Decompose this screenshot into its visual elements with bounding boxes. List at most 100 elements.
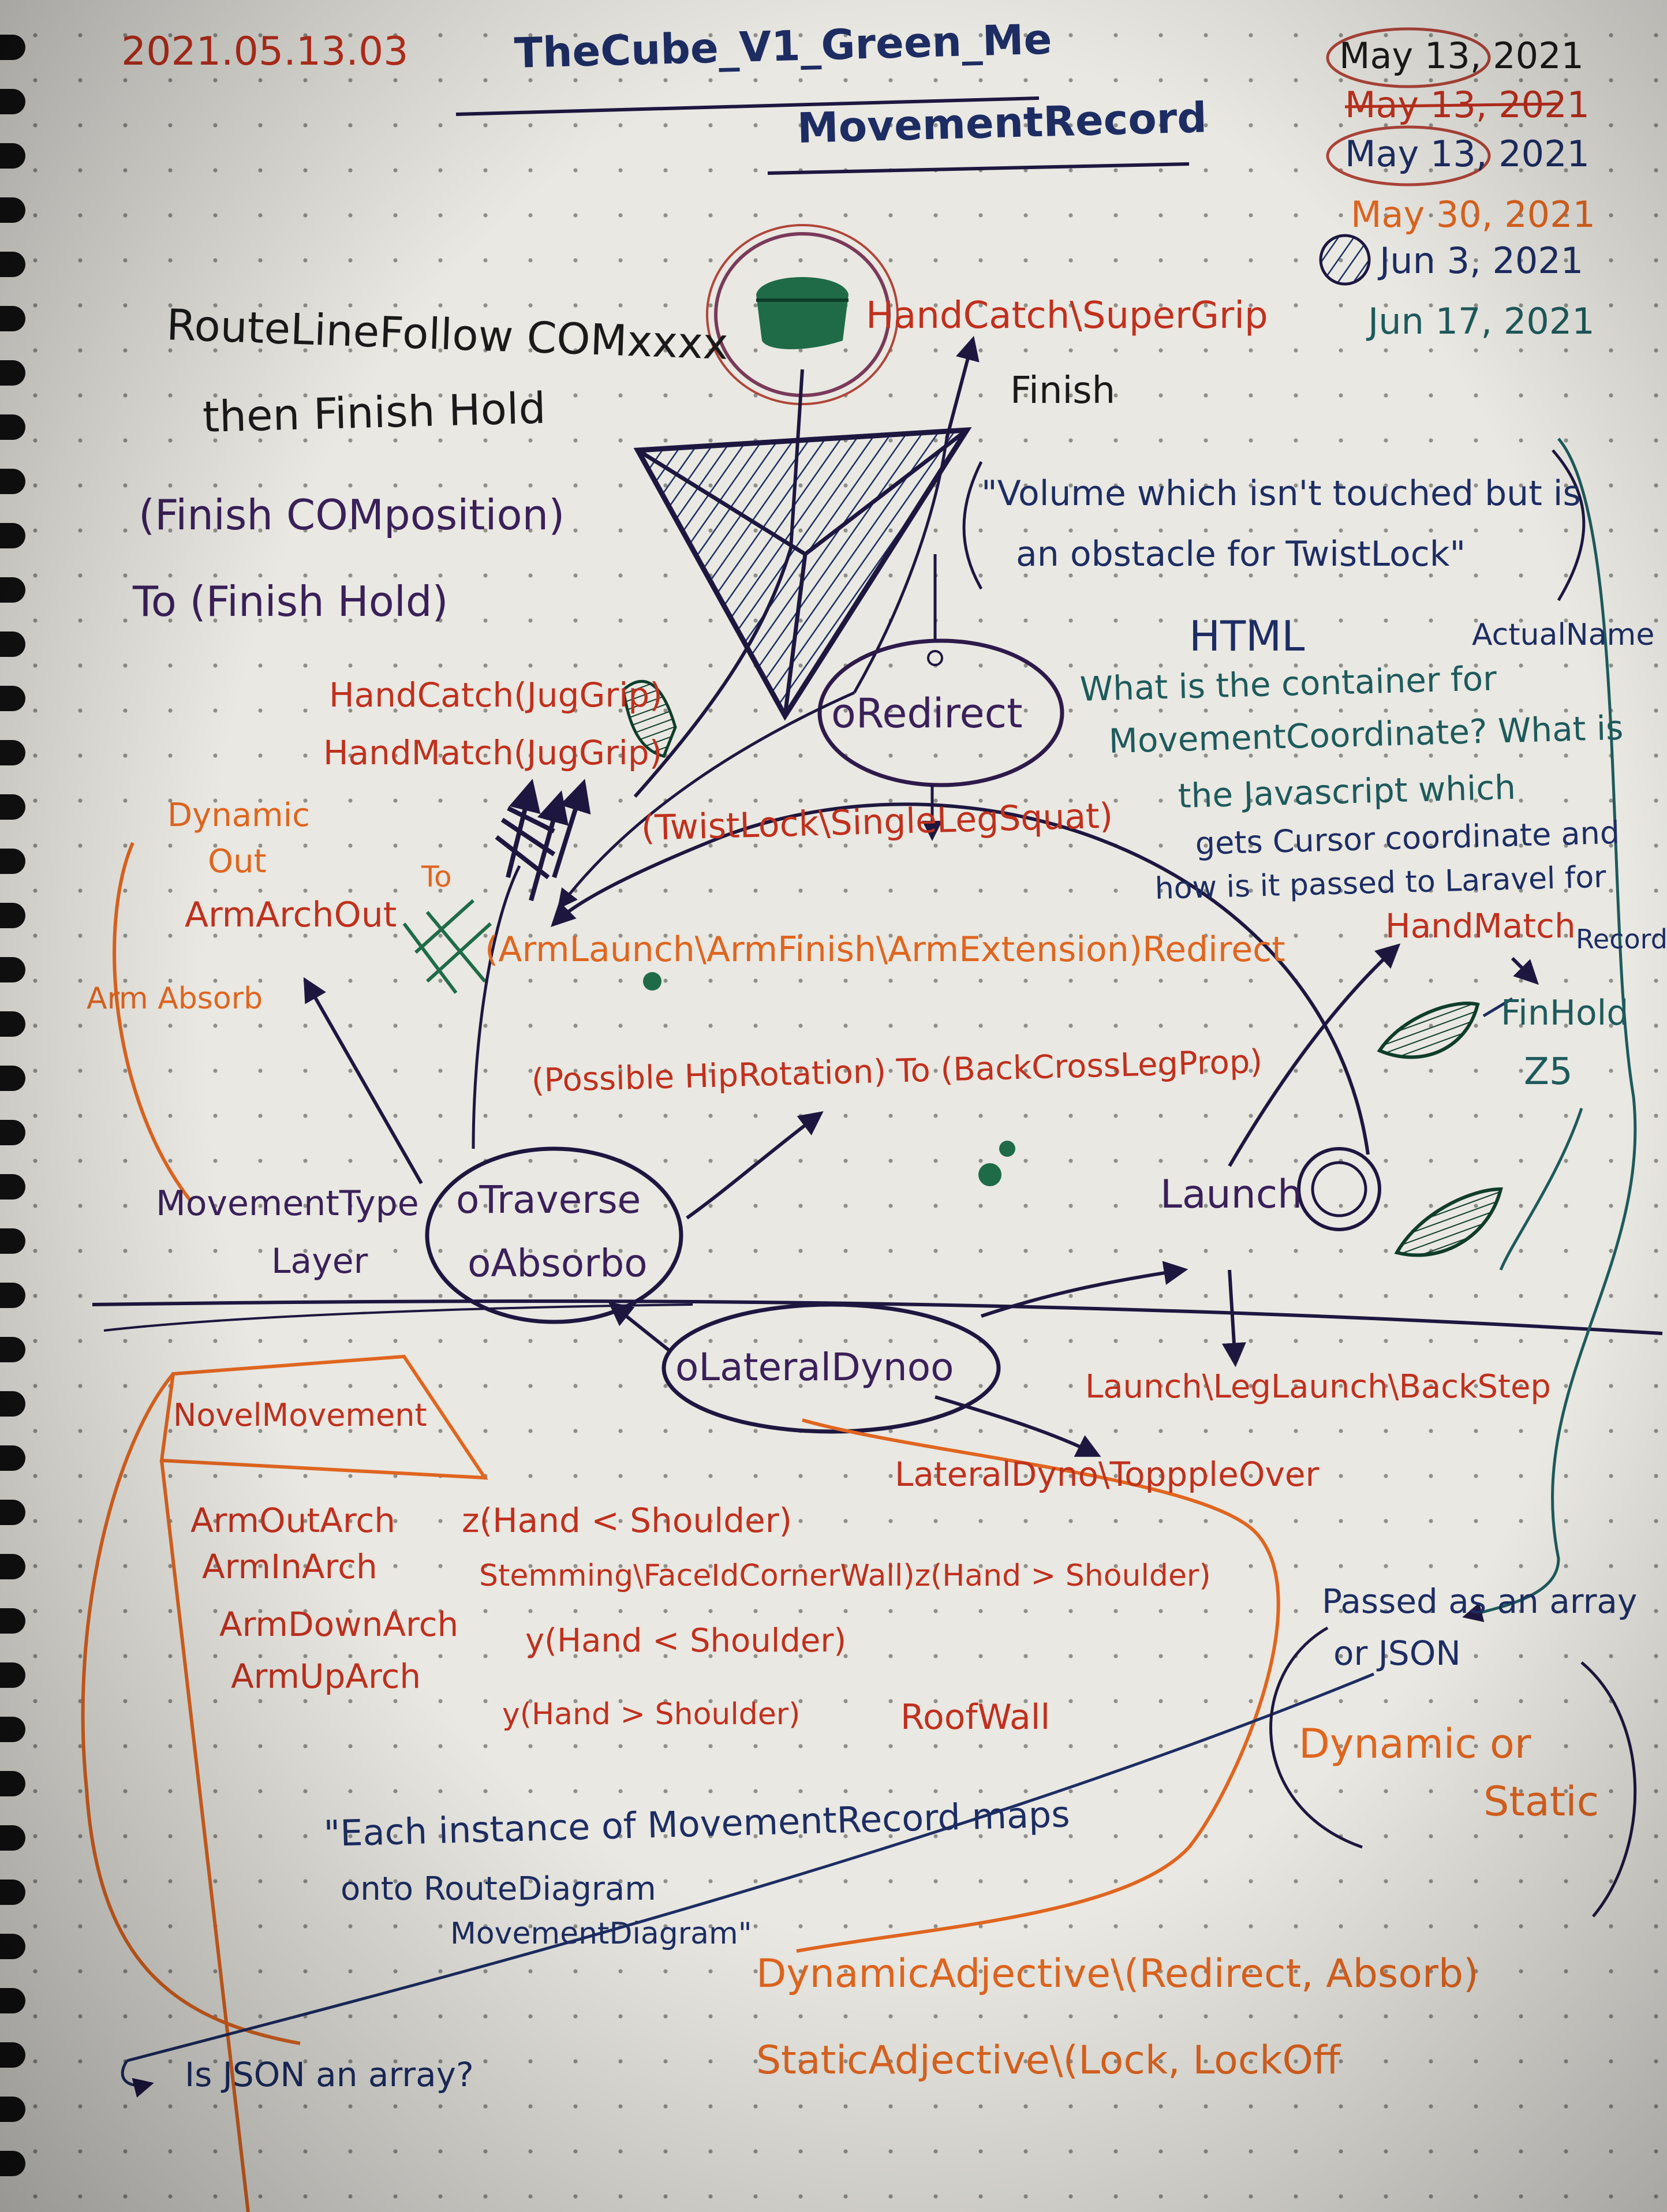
binding-hole <box>0 414 25 440</box>
binding-hole <box>0 1717 25 1742</box>
label-lateral-topple: LateralDyno\TopppleOver <box>895 1455 1320 1494</box>
binding-hole <box>0 1500 25 1525</box>
label-dynamic: Dynamic <box>167 797 310 834</box>
binding-hole <box>0 1662 25 1688</box>
label-html: HTML <box>1189 612 1305 660</box>
label-handcatch-jug: HandCatch(JugGrip) <box>329 675 663 715</box>
com-line <box>633 369 804 798</box>
navy-long-curve <box>126 1672 1374 2062</box>
date-3: May 13, 2021 <box>1345 133 1590 175</box>
line-to-catch <box>945 335 980 439</box>
binding-hole <box>0 1880 25 1905</box>
label-roofwall: RoofWall <box>900 1697 1051 1738</box>
binding-hole <box>0 1174 25 1200</box>
label-to-small: To <box>421 860 452 894</box>
note-static-adjective: StaticAdjective\(Lock, LockOff <box>756 2038 1340 2083</box>
title-underline-2 <box>767 162 1190 175</box>
spiral-binding <box>0 0 40 2212</box>
binding-hole <box>0 1337 25 1362</box>
binding-hole <box>0 1608 25 1634</box>
binding-hole <box>0 89 25 114</box>
binding-hole <box>0 1825 25 1851</box>
label-actual-name: ActualName <box>1472 618 1655 652</box>
label-arm-in-arch: ArmInArch <box>202 1547 377 1586</box>
title-underline-1 <box>455 96 1040 116</box>
binding-hole <box>0 686 25 711</box>
node-redirect: oRedirect <box>831 690 1023 737</box>
binding-hole <box>0 1066 25 1091</box>
finish-hold-green <box>756 277 849 349</box>
note-dynamic-adjective: DynamicAdjective\(Redirect, Absorb) <box>756 1951 1479 1997</box>
launch-hold <box>1297 1147 1381 1231</box>
arm-scribble <box>495 806 556 880</box>
label-armlaunch: (ArmLaunch\ArmFinish\ArmExtension)Redire… <box>485 929 1285 970</box>
quote-volume-2: an obstacle for TwistLock" <box>1016 534 1466 574</box>
question-container-6: Record <box>1576 924 1667 955</box>
binding-hole <box>0 197 25 223</box>
node-traverse: oTraverse <box>456 1178 641 1222</box>
date-6: Jun 17, 2021 <box>1368 300 1595 342</box>
note-dynamic-or-static-2: Static <box>1483 1778 1599 1825</box>
binding-hole <box>0 1228 25 1254</box>
label-y-hand-greater: y(Hand > Shoulder) <box>502 1697 801 1732</box>
jug-hold <box>622 679 677 758</box>
label-handmatch-right: HandMatch <box>1385 906 1576 946</box>
note-finish-com: (Finish COMposition) <box>139 491 565 539</box>
note-then-finish: then Finish Hold <box>202 383 547 442</box>
note-to-finish: To (Finish Hold) <box>133 577 448 626</box>
label-launch-leg: Launch\LegLaunch\BackStep <box>1085 1368 1551 1406</box>
traverse-absorb-ellipse <box>425 1146 683 1324</box>
binding-hole <box>0 849 25 874</box>
binding-hole <box>0 1554 25 1579</box>
crosshatch-mark <box>402 899 492 994</box>
quote-each-instance-3: MovementDiagram" <box>450 1916 752 1951</box>
date-circle-2 <box>1326 125 1491 186</box>
binding-hole <box>0 1934 25 1959</box>
label-z5: Z5 <box>1524 1051 1573 1093</box>
orange-bracket-left <box>113 842 192 1202</box>
date-1: May 13, 2021 <box>1339 35 1584 77</box>
label-fin-hold: FinHold <box>1501 993 1629 1033</box>
label-handmatch-jug: HandMatch(JugGrip) <box>323 733 663 772</box>
binding-hole <box>0 2042 25 2068</box>
green-hold-right-1 <box>1377 1002 1480 1059</box>
binding-hole <box>0 1988 25 2013</box>
binding-hole <box>0 1445 25 1471</box>
launch-arc <box>551 802 1370 1155</box>
label-novel-movement: NovelMovement <box>173 1397 427 1433</box>
quote-volume-1: "Volume which isn't touched but is <box>981 473 1581 514</box>
binding-hole <box>0 2097 25 2122</box>
label-movement-type: MovementType <box>156 1183 419 1224</box>
date-4: May 30, 2021 <box>1351 193 1595 236</box>
teal-connector <box>1462 438 1637 1623</box>
binding-hole <box>0 35 25 60</box>
label-arm-out-arch: ArmOutArch <box>190 1501 396 1540</box>
label-handcatch-supergrip: HandCatch\SuperGrip <box>866 294 1268 337</box>
novel-movement-flag <box>159 1354 488 2212</box>
binding-hole <box>0 143 25 169</box>
note-dynamic-or-static-1: Dynamic or <box>1299 1720 1531 1768</box>
binding-hole <box>0 740 25 765</box>
binding-hole <box>0 957 25 982</box>
date-2: May 13, 2021 <box>1345 84 1590 126</box>
binding-hole <box>0 1011 25 1037</box>
binding-hole <box>0 360 25 386</box>
binding-hole <box>0 1283 25 1308</box>
binding-hole <box>0 252 25 277</box>
label-stemming: Stemming\FaceIdCornerWall)z(Hand > Shoul… <box>479 1559 1211 1593</box>
node-lateral-dyno: oLateralDynoo <box>675 1345 954 1389</box>
label-layer: Layer <box>271 1241 368 1281</box>
binding-hole <box>0 2151 25 2176</box>
label-arm-down-arch: ArmDownArch <box>219 1605 459 1644</box>
label-finish: Finish <box>1010 369 1116 412</box>
page-code: 2021.05.13.03 <box>121 29 409 74</box>
binding-hole <box>0 1391 25 1417</box>
redirect-ellipse <box>817 638 1064 787</box>
label-z-hand-shoulder: z(Hand < Shoulder) <box>462 1501 793 1540</box>
date-circle-1 <box>1326 27 1491 88</box>
binding-hole <box>0 632 25 657</box>
binding-hole <box>0 903 25 928</box>
green-hold-right-2 <box>1394 1187 1503 1257</box>
